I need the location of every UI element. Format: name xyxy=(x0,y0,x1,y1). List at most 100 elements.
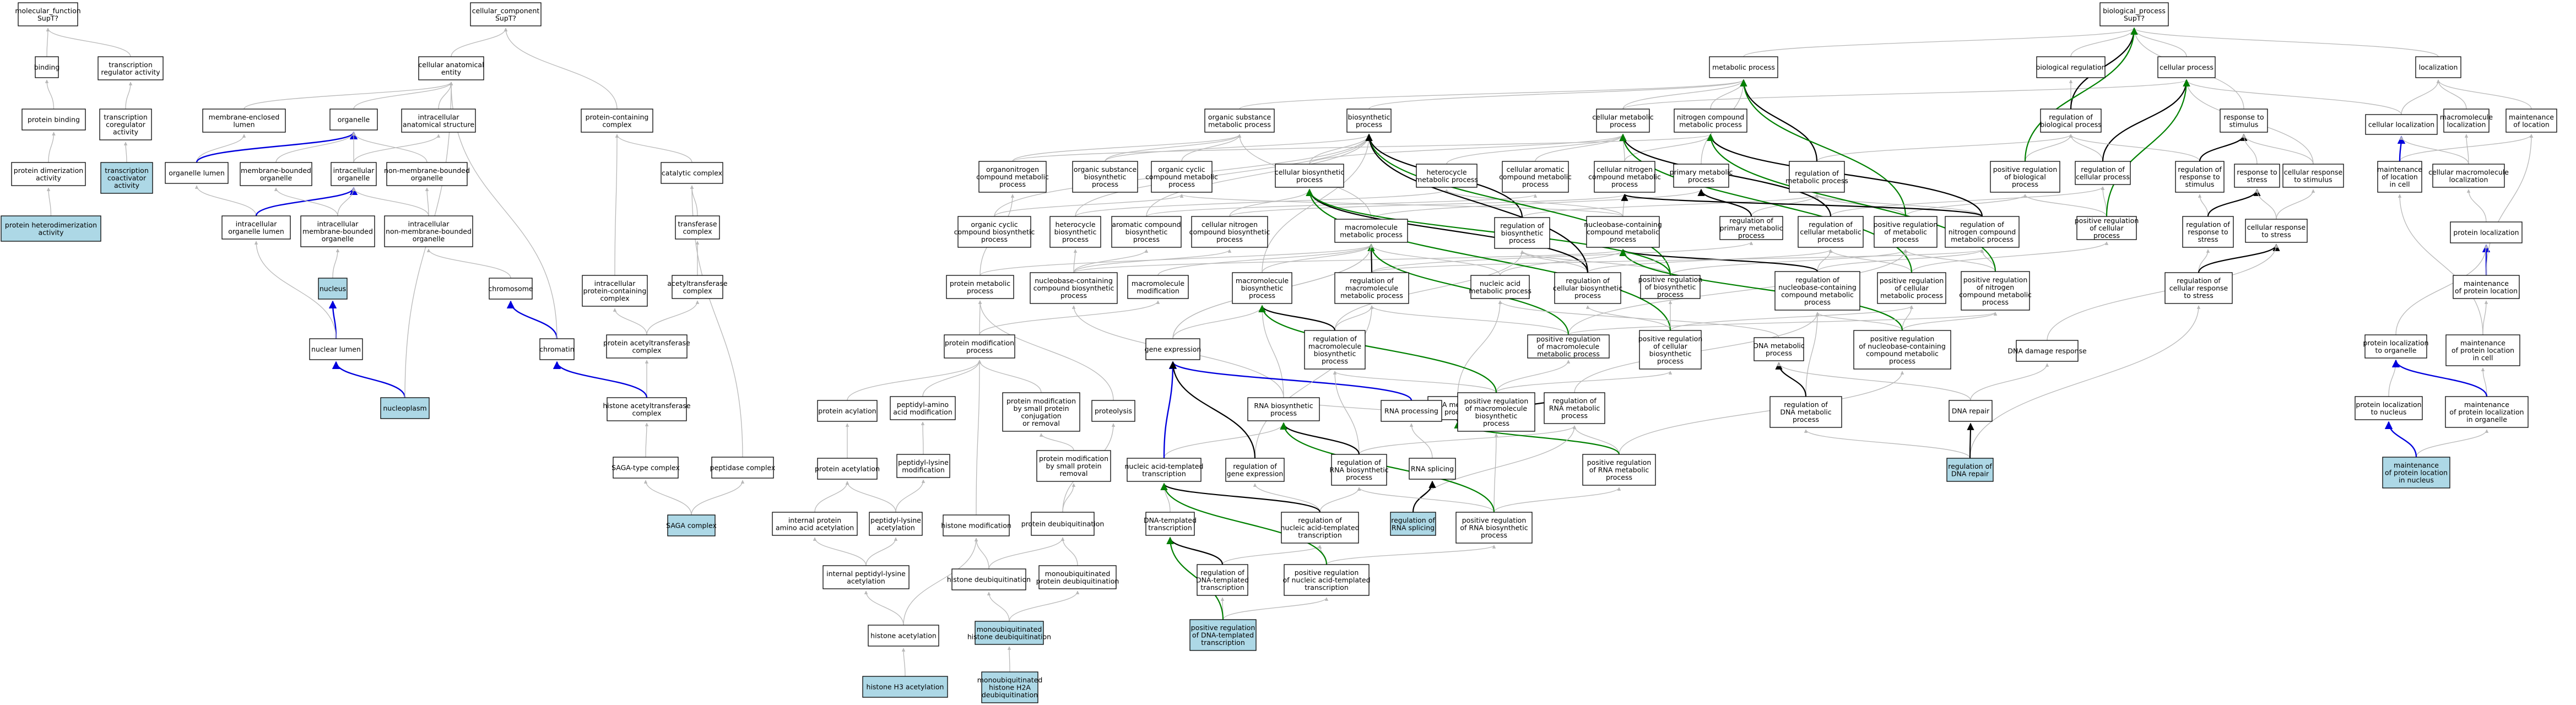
go-term-node-metab[interactable]: metabolic process xyxy=(1709,56,1778,78)
go-term-node-rnasplice[interactable]: RNA splicing xyxy=(1409,458,1456,480)
go-term-node-cellproc[interactable]: cellular process xyxy=(2157,56,2216,78)
go-term-node-protbind[interactable]: protein binding xyxy=(21,109,86,131)
go-term-node-nuclumen[interactable]: nuclear lumen xyxy=(309,338,363,360)
go-term-node-proteolysis[interactable]: proteolysis xyxy=(1091,400,1135,422)
go-term-node-protacyl[interactable]: protein acylation xyxy=(817,400,878,422)
go-term-node-icnmbo[interactable]: intracellularnon-membrane-boundedorganel… xyxy=(384,215,473,247)
go-term-node-dnarepair[interactable]: DNA repair xyxy=(1949,400,1993,422)
go-term-node-sagatype[interactable]: SAGA-type complex xyxy=(611,457,680,479)
go-term-node-nucleoplasm[interactable]: nucleoplasm xyxy=(380,397,430,419)
go-term-node-catcx[interactable]: catalytic complex xyxy=(661,162,723,184)
go-term-node-saga[interactable]: SAGA complex xyxy=(666,514,717,536)
go-term-node-localiz[interactable]: localization xyxy=(2415,56,2461,78)
go-term-node-protdeub[interactable]: protein deubiquitination xyxy=(1021,512,1105,536)
go-term-node-histmod[interactable]: histone modification xyxy=(941,514,1011,536)
go-term-node-histacet[interactable]: histone acetylation xyxy=(868,625,939,647)
go-term-node-nucleus[interactable]: nucleus xyxy=(318,278,348,300)
go-term-node-protacet[interactable]: protein acetylation xyxy=(815,458,880,480)
go-term-node-cellloc[interactable]: cellular localization xyxy=(2365,114,2438,135)
go-term-node-histdeub[interactable]: histone deubiquitination xyxy=(947,568,1031,590)
go-term-node-biolreg[interactable]: biological regulation xyxy=(2036,56,2106,78)
go-term-node-h3acet[interactable]: histone H3 acetylation xyxy=(862,676,948,698)
go-term-node-chromosome[interactable]: chromosome xyxy=(488,278,533,300)
go-term-node-regnbcmp[interactable]: regulation ofnucleobase-containingcompou… xyxy=(1774,271,1860,311)
go-term-node-chromatin[interactable]: chromatin xyxy=(539,338,575,360)
